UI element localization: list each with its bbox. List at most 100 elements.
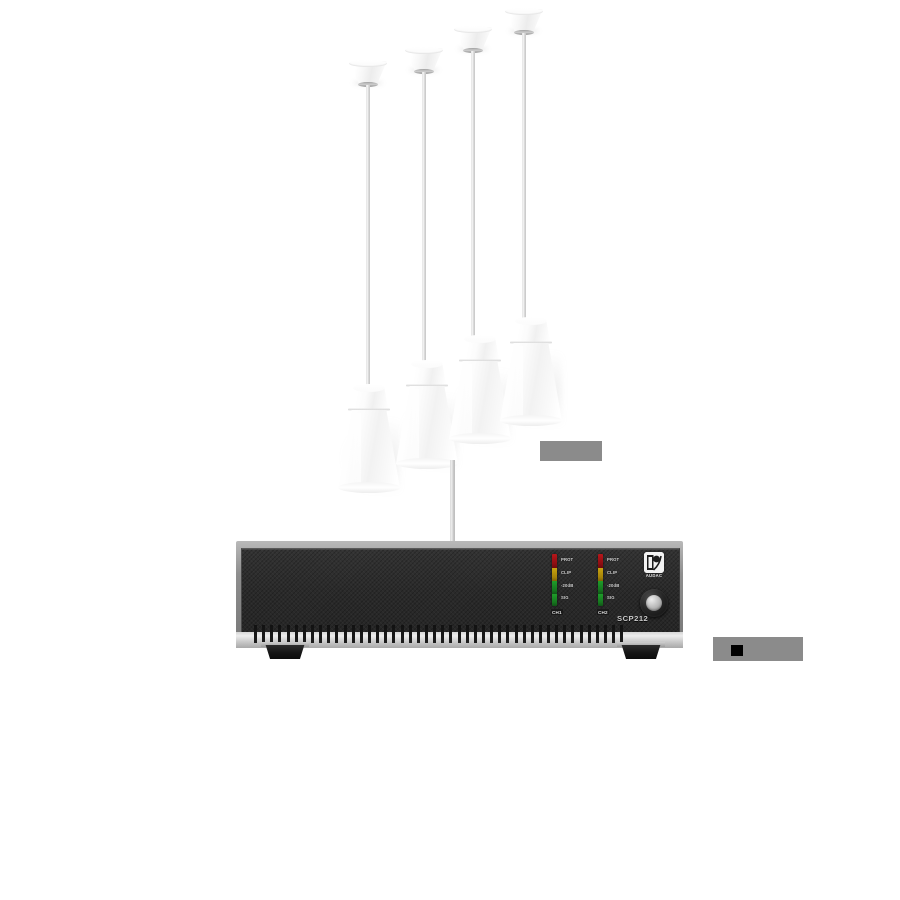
ceiling-mount-cap-icon bbox=[505, 8, 543, 35]
speaker-grille-mouth bbox=[449, 433, 511, 444]
vent-slot bbox=[262, 625, 266, 643]
vent-slot bbox=[400, 625, 404, 643]
suspension-cable bbox=[522, 33, 526, 328]
vent-slot bbox=[278, 625, 282, 643]
volume-knob[interactable] bbox=[640, 589, 668, 617]
speaker-seam-ring bbox=[348, 408, 390, 411]
volume-knob-cap bbox=[646, 595, 662, 611]
ceiling-mount-cap-icon bbox=[405, 47, 443, 74]
ventilation-slots bbox=[254, 625, 624, 643]
cap-top-plate bbox=[405, 47, 443, 54]
vent-slot bbox=[408, 625, 412, 643]
vent-slot bbox=[612, 625, 616, 643]
vent-slot bbox=[343, 625, 347, 643]
speaker-grille-mouth bbox=[396, 458, 458, 469]
cap-top-plate bbox=[454, 26, 492, 33]
speaker-top-cap bbox=[512, 320, 550, 342]
speaker-seam-ring bbox=[459, 359, 501, 362]
speaker-top-dome bbox=[464, 335, 496, 343]
cap-cone bbox=[454, 26, 492, 50]
cap-cone bbox=[405, 47, 443, 71]
vent-slot bbox=[457, 625, 461, 643]
cap-top-plate bbox=[505, 8, 543, 15]
vent-slot bbox=[319, 625, 323, 643]
vent-slot bbox=[254, 625, 257, 643]
vent-slot bbox=[522, 625, 526, 643]
speaker-grille-mouth bbox=[500, 415, 562, 426]
audac-logo-glyph bbox=[644, 552, 664, 573]
audac-logo-wordmark: AUDAC bbox=[645, 573, 663, 578]
led-bar-ch2 bbox=[598, 554, 603, 606]
vent-slot bbox=[538, 625, 542, 643]
led-label-prot-ch1: PROT bbox=[561, 557, 574, 562]
vent-slot bbox=[270, 625, 274, 643]
led-label-20db-ch1: -20dB bbox=[561, 583, 574, 588]
vent-slot bbox=[498, 625, 502, 643]
vent-slot bbox=[481, 625, 485, 643]
channel-1-meter: PROT CLIP -20dB SIG CH1 bbox=[551, 554, 604, 620]
vent-slot bbox=[514, 625, 518, 643]
vent-slot bbox=[473, 625, 477, 643]
audac-logo-icon bbox=[644, 552, 664, 573]
audac-logo: AUDAC bbox=[642, 552, 666, 582]
vent-slot bbox=[327, 625, 331, 643]
suspension-cable bbox=[471, 51, 475, 347]
vent-slot bbox=[587, 625, 591, 643]
vent-slot bbox=[465, 625, 469, 643]
suspension-cable bbox=[422, 72, 426, 372]
led-sig-ch2 bbox=[598, 594, 603, 606]
speaker-top-dome bbox=[411, 360, 443, 368]
speaker-grille-mouth bbox=[338, 482, 400, 493]
led-20db-ch1 bbox=[552, 581, 557, 594]
vent-slot bbox=[335, 625, 339, 643]
vent-slot bbox=[392, 625, 396, 643]
speaker-seam-ring bbox=[510, 341, 552, 344]
vent-slot bbox=[563, 625, 567, 643]
ceiling-mount-cap-icon bbox=[349, 60, 387, 87]
cap-cone bbox=[505, 8, 543, 32]
led-label-prot-ch2: PROT bbox=[607, 557, 620, 562]
vent-slot bbox=[310, 625, 314, 643]
cap-cable-ring bbox=[463, 48, 483, 53]
rubber-foot-right bbox=[621, 645, 661, 659]
channel-2-meter: PROT CLIP -20dB SIG CH2 bbox=[597, 554, 650, 620]
led-label-sig-ch2: SIG bbox=[607, 595, 615, 600]
vent-slot bbox=[571, 625, 575, 643]
vent-slot bbox=[376, 625, 380, 643]
foot-mount-right bbox=[617, 642, 665, 647]
model-label: SCP212 bbox=[617, 614, 649, 623]
speaker-top-cap bbox=[461, 338, 499, 360]
vent-slot bbox=[595, 625, 599, 643]
vent-slot bbox=[449, 625, 453, 643]
led-label-20db-ch2: -20dB bbox=[607, 583, 620, 588]
cap-cable-ring bbox=[514, 30, 534, 35]
led-clip-ch2 bbox=[598, 568, 603, 581]
vent-slot bbox=[620, 625, 624, 643]
speaker-to-amplifier-cable bbox=[450, 460, 455, 545]
cap-cable-ring bbox=[358, 82, 378, 87]
vent-slot bbox=[294, 625, 298, 643]
speaker-highlight bbox=[461, 364, 472, 436]
ceiling-mount-cap-icon bbox=[454, 26, 492, 53]
led-label-clip-ch2: CLIP bbox=[607, 570, 618, 575]
suspension-cable bbox=[366, 85, 370, 407]
vent-slot bbox=[384, 625, 388, 643]
vent-slot bbox=[433, 625, 437, 643]
watermark-upper bbox=[540, 441, 602, 461]
watermark-lower bbox=[713, 637, 803, 661]
speaker-highlight bbox=[350, 413, 361, 485]
speaker-highlight bbox=[512, 346, 523, 418]
led-prot-ch1 bbox=[552, 554, 557, 568]
speaker-highlight bbox=[408, 389, 419, 461]
led-clip-ch1 bbox=[552, 568, 557, 581]
speaker-top-cap bbox=[350, 387, 388, 409]
vent-slot bbox=[579, 625, 583, 643]
speaker-seam-ring bbox=[406, 384, 448, 387]
vent-slot bbox=[351, 625, 355, 643]
vent-slot bbox=[441, 625, 445, 643]
channel-label-ch2: CH2 bbox=[597, 609, 609, 615]
